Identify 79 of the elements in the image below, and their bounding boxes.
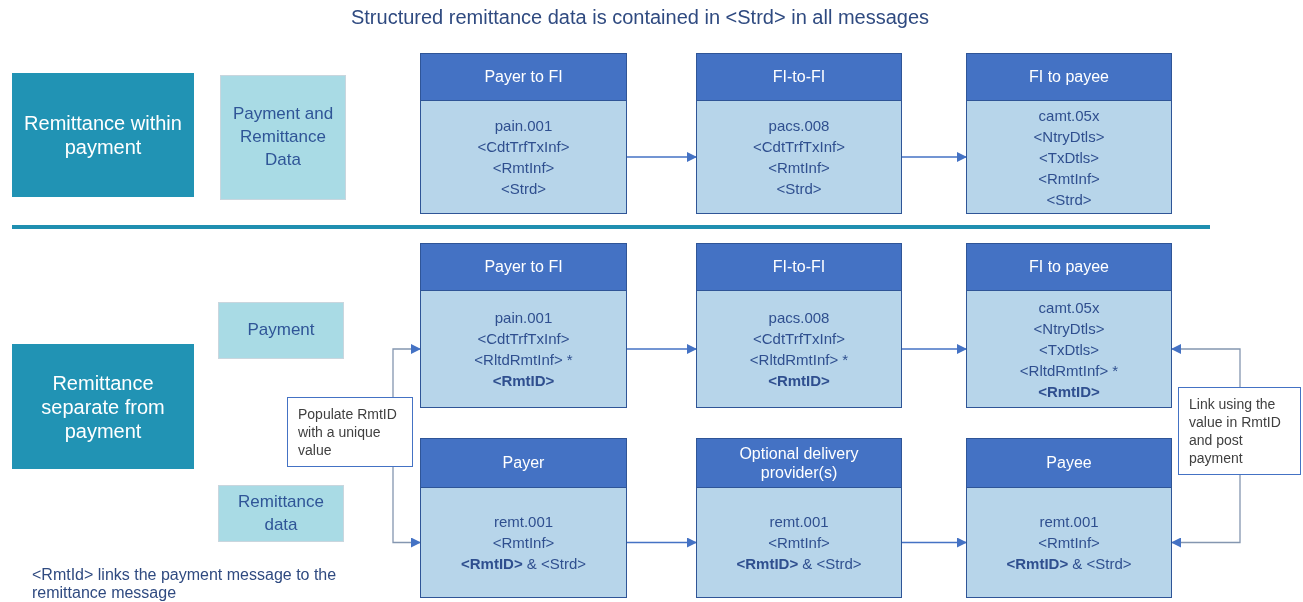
message-field: pacs.008 (768, 115, 830, 136)
message-box (420, 438, 627, 598)
message-title: Optional delivery provider(s) (738, 443, 860, 483)
category-box (220, 75, 346, 200)
arrow (392, 466, 421, 548)
message-field: pain.001 (494, 115, 553, 136)
message-field: <RmtInf> (768, 157, 830, 178)
message-field: <RltdRmtInf> * (474, 349, 573, 370)
message-field: <RmtInf> (492, 532, 555, 553)
arrow (392, 344, 421, 398)
message-field: pain.001 (494, 307, 553, 328)
message-title: FI-to-FI (772, 257, 826, 277)
message-title: Payer (502, 453, 545, 473)
message-title: Payer to FI (484, 257, 563, 277)
message-box (420, 243, 627, 408)
message-field: <TxDtls> (1039, 338, 1099, 360)
footnote: <RmtId> links the payment message to the remittance message (32, 566, 338, 602)
message-field: <Strd> (500, 178, 546, 199)
message-field: remt.001 (1039, 511, 1099, 532)
note-text: Link using the value in RmtID and post payment (1189, 394, 1282, 468)
message-title: FI-to-FI (772, 67, 826, 87)
message-box (696, 53, 902, 214)
message-field: <RmtID> & <Strd> (736, 553, 862, 574)
message-title: FI to payee (1028, 257, 1109, 277)
message-field: <RmtInf> (1038, 532, 1100, 553)
message-field: <RltdRmtInf> * (1019, 359, 1119, 381)
message-field: <RmtID> (768, 370, 830, 391)
note-box (1178, 387, 1301, 475)
arrow (1171, 474, 1241, 548)
message-field: <CdtTrfTxInf> (753, 328, 845, 349)
message-field: <RmtInf> (492, 157, 555, 178)
title: Structured remittance data is contained in <Strd> in all messages (349, 6, 931, 29)
box-label: Remittance within payment (23, 111, 183, 159)
message-field: remt.001 (769, 511, 829, 532)
message-title: Payee (1046, 453, 1092, 473)
message-box (696, 438, 902, 598)
arrow (901, 152, 967, 162)
note-box (287, 397, 413, 467)
message-title: Payer to FI (484, 67, 563, 87)
message-box (966, 53, 1172, 214)
note-text: Populate RmtID with a unique value (298, 404, 398, 460)
arrow (626, 152, 697, 162)
section-box (12, 73, 194, 197)
message-field: <CdtTrfTxInf> (477, 328, 570, 349)
message-field: <RmtInf> (768, 532, 830, 553)
arrow (901, 537, 967, 548)
message-field: <Strd> (776, 178, 822, 199)
message-field: <Strd> (1046, 188, 1092, 210)
arrow (901, 344, 967, 354)
message-box (420, 53, 627, 214)
message-field: <RmtID> & <Strd> (460, 553, 587, 574)
message-field: remt.001 (493, 511, 554, 532)
message-field: <RmtID> (492, 370, 555, 391)
message-field: <TxDtls> (1039, 146, 1099, 168)
message-field: camt.05x (1038, 296, 1100, 318)
message-field: <RmtID> (1038, 380, 1100, 402)
message-box (966, 438, 1172, 598)
message-field: <CdtTrfTxInf> (753, 136, 845, 157)
message-field: <RltdRmtInf> * (749, 349, 849, 370)
message-field: pacs.008 (768, 307, 830, 328)
message-field: <NtryDtls> (1033, 317, 1105, 339)
box-label: Payment (247, 319, 315, 342)
message-box (966, 243, 1172, 408)
section-box (12, 344, 194, 469)
message-field: camt.05x (1038, 104, 1100, 126)
category-box (218, 485, 344, 542)
box-label: Remittance data (237, 490, 325, 536)
arrow (626, 537, 697, 548)
message-field: <NtryDtls> (1033, 125, 1105, 147)
box-label: Remittance separate from payment (40, 370, 166, 443)
message-field: <RmtID> & <Strd> (1006, 553, 1132, 574)
box-label: Payment and Remittance Data (231, 103, 335, 171)
category-box (218, 302, 344, 359)
arrow (1171, 344, 1241, 388)
message-field: <RmtInf> (1038, 167, 1100, 189)
message-box (696, 243, 902, 408)
arrow (626, 344, 697, 354)
message-title: FI to payee (1028, 67, 1109, 87)
message-field: <CdtTrfTxInf> (477, 136, 570, 157)
